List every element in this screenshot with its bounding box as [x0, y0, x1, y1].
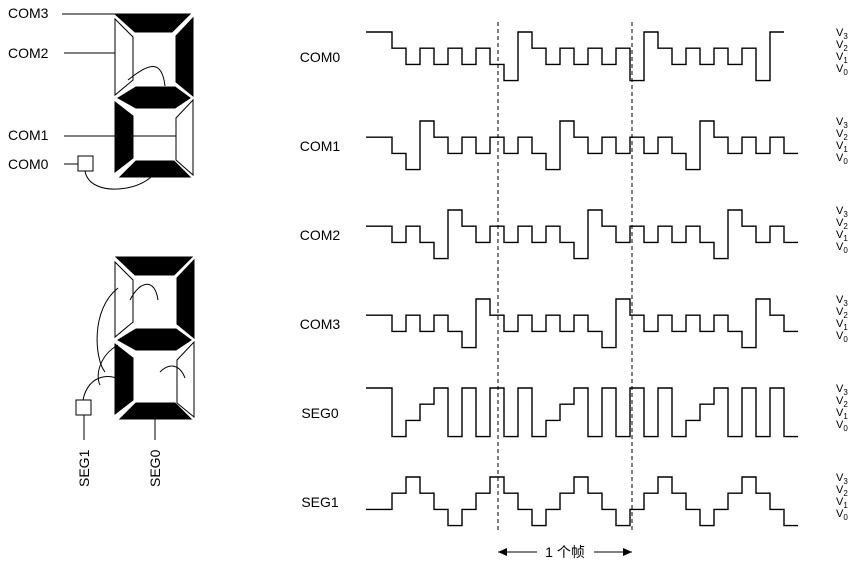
segment-c: [175, 98, 194, 177]
segment-e: [114, 100, 134, 174]
waveform-seg0: [366, 387, 798, 438]
segment2-a: [114, 256, 194, 276]
label-seg0: SEG0: [147, 449, 163, 487]
level-label-v3: V3: [836, 472, 848, 486]
level-label-v3: V3: [836, 383, 848, 397]
segment2-b: [176, 258, 195, 340]
waveform-com1: [366, 120, 798, 171]
level-label-v0: V0: [836, 241, 848, 255]
decimal-point-2: [75, 399, 92, 416]
level-label-v1: V1: [836, 140, 848, 154]
label-com1: COM1: [8, 127, 49, 143]
segment2-g: [117, 328, 192, 351]
level-label-v1: V1: [836, 496, 848, 510]
waveform-com2: [366, 209, 798, 260]
seven-segment-digit-com: COM3 COM2 COM1 COM0: [8, 5, 194, 190]
level-label-v0: V0: [836, 330, 848, 344]
level-label-v1: V1: [836, 51, 848, 65]
waveform-label-com1: COM1: [300, 138, 341, 154]
waveform-label-com3: COM3: [300, 316, 341, 332]
waveform-label-com0: COM0: [300, 49, 341, 65]
level-label-v0: V0: [836, 508, 848, 522]
level-label-v3: V3: [836, 205, 848, 219]
level-label-v0: V0: [836, 152, 848, 166]
level-label-v3: V3: [836, 116, 848, 130]
level-label-v2: V2: [836, 39, 848, 53]
waveform-seg1: [366, 476, 798, 527]
segment-a: [113, 13, 192, 33]
decimal-point: [77, 155, 94, 172]
segment-b: [175, 16, 194, 98]
waveform-com0: [366, 31, 784, 82]
segment2-e: [114, 342, 134, 416]
level-label-v2: V2: [836, 395, 848, 409]
waveform-label-seg1: SEG1: [301, 494, 339, 510]
level-label-v2: V2: [836, 217, 848, 231]
waveform-label-seg0: SEG0: [301, 405, 339, 421]
waveform-com3: [366, 298, 798, 349]
label-com0: COM0: [8, 156, 49, 172]
level-label-v3: V3: [836, 294, 848, 308]
level-label-v1: V1: [836, 318, 848, 332]
level-label-v0: V0: [836, 419, 848, 433]
level-label-v1: V1: [836, 229, 848, 243]
segment2-d: [118, 402, 193, 420]
segment-d: [118, 160, 192, 178]
segment2-c: [176, 340, 195, 419]
level-label-v0: V0: [836, 63, 848, 77]
level-label-v2: V2: [836, 484, 848, 498]
frame-dimension: 1 个帧: [498, 544, 632, 560]
level-label-v1: V1: [836, 407, 848, 421]
frame-label: 1 个帧: [545, 544, 585, 560]
waveform-label-com2: COM2: [300, 227, 341, 243]
seven-segment-digit-seg: SEG1 SEG0: [75, 256, 195, 487]
level-label-v2: V2: [836, 306, 848, 320]
label-seg1: SEG1: [76, 449, 92, 487]
segment-f: [114, 17, 134, 97]
segment2-f: [114, 260, 134, 339]
waveform-panel: COM0V3V2V1V0COM1V3V2V1V0COM2V3V2V1V0COM3…: [300, 27, 848, 527]
label-com3: COM3: [8, 5, 49, 21]
segment-g: [117, 86, 191, 109]
level-label-v3: V3: [836, 27, 848, 41]
level-label-v2: V2: [836, 128, 848, 142]
label-com2: COM2: [8, 45, 49, 61]
